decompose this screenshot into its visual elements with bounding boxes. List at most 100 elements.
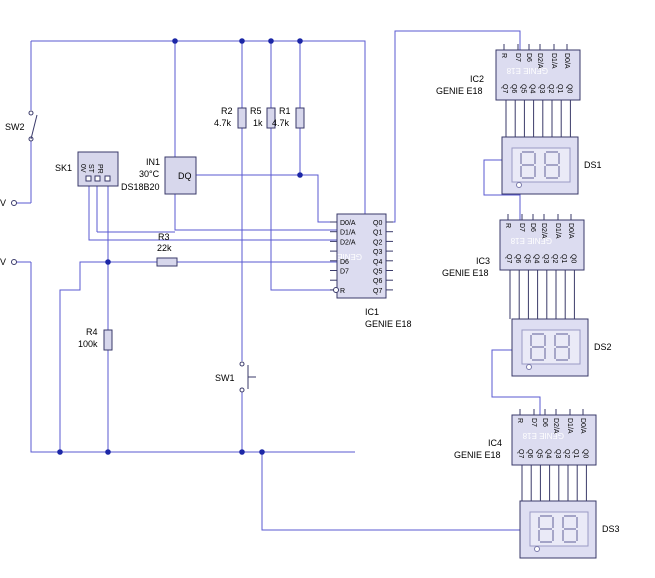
chip-pin-label: Q1 xyxy=(560,254,567,263)
junction-dot xyxy=(57,449,63,455)
chip-pin-label: Q6 xyxy=(510,84,517,93)
chip-pin-label: Q7 xyxy=(501,84,508,93)
terminal-top[interactable]: V xyxy=(0,198,17,208)
connector-sk1[interactable]: 0V ST PR SK1 xyxy=(55,151,119,187)
chip-pin-label: D1/A xyxy=(566,418,573,434)
chip-body xyxy=(499,219,585,271)
ic1-pin-label: Q0 xyxy=(373,220,382,227)
decimal-point xyxy=(526,364,532,370)
ic1-pin-label: Q5 xyxy=(373,269,382,276)
chip-pin-label: D2/A xyxy=(552,418,559,434)
junction-dot xyxy=(239,38,245,44)
ic1-pin-label: D7 xyxy=(340,269,349,276)
junction-dots xyxy=(57,38,303,455)
chip-part-label: GENIE E18 xyxy=(442,268,489,278)
chip-pin-label: D7 xyxy=(514,53,521,62)
display-ref-label: DS2 xyxy=(594,342,612,352)
segment-digit xyxy=(520,151,536,179)
resistor-r1[interactable]: R1 4.7k xyxy=(272,106,305,129)
segment-digit xyxy=(530,333,546,361)
in1-label: IN1 xyxy=(146,157,160,167)
sw2-label: SW2 xyxy=(5,122,25,132)
ic1-pin-label: Q1 xyxy=(373,230,382,237)
chip-pin-label: Q3 xyxy=(554,449,561,458)
chip-pin-label: Q5 xyxy=(519,84,526,93)
chip-pin-label: Q0 xyxy=(581,449,588,458)
wires xyxy=(16,30,541,531)
chip-ref-label: IC2 xyxy=(470,74,484,84)
display-window xyxy=(521,329,581,365)
display-ds3[interactable]: DS3 xyxy=(519,473,620,559)
switch-sw2[interactable]: SW2 xyxy=(5,110,38,142)
ic1-pin-label: D1/A xyxy=(340,230,356,237)
ic1-watermark: GENIE E18 xyxy=(320,252,362,261)
chip-pin-label: Q4 xyxy=(529,84,536,93)
ic1-pin-label: Q6 xyxy=(373,278,382,285)
segment-digit xyxy=(538,515,554,543)
ic1-pin-label: R xyxy=(340,288,345,295)
chip-pin-label: Q5 xyxy=(535,449,542,458)
chip-pin-label: D0/A xyxy=(579,418,586,434)
chip-watermark: GENIE E18 xyxy=(522,431,564,440)
chip-pin-label: D7 xyxy=(530,418,537,427)
r5-value: 1k xyxy=(253,118,263,128)
chip-pin-label: R xyxy=(500,53,507,58)
r1-label: R1 xyxy=(279,106,291,116)
chip-watermark: GENIE E18 xyxy=(510,236,552,245)
ic1-pin-label: D6 xyxy=(340,259,349,266)
chip-pin-label: Q0 xyxy=(565,84,572,93)
resistor-r5[interactable]: R5 1k xyxy=(250,106,276,129)
in1-value: 30°C xyxy=(139,169,160,179)
display-ds1[interactable]: DS1 xyxy=(501,108,602,195)
segment-digit xyxy=(544,151,560,179)
chip-pin-label: Q3 xyxy=(538,84,545,93)
chip-pin-label: D6 xyxy=(541,418,548,427)
ic1-pin-label: D0/A xyxy=(340,220,356,227)
chip-pin-label: R xyxy=(504,223,511,228)
terminal-label: V xyxy=(0,198,6,208)
chip-body xyxy=(511,414,597,466)
switch-sw1[interactable]: SW1 xyxy=(215,361,256,393)
junction-dot xyxy=(297,38,303,44)
in1-part: DS18B20 xyxy=(121,182,160,192)
sk1-pin-label: PR xyxy=(96,164,103,174)
ic1-pin-label: D2/A xyxy=(340,239,356,246)
junction-dot xyxy=(239,449,245,455)
resistor-r4[interactable]: R4 100k xyxy=(78,327,113,351)
sw1-label: SW1 xyxy=(215,373,235,383)
terminal-bottom[interactable]: V xyxy=(0,257,17,267)
display-ref-label: DS3 xyxy=(602,524,620,534)
chip-pin-label: D0/A xyxy=(563,53,570,69)
decimal-point xyxy=(516,182,522,188)
chip-pin-label: Q2 xyxy=(551,254,558,263)
r5-label: R5 xyxy=(250,106,262,116)
resistor-r3[interactable]: R3 22k xyxy=(156,232,178,267)
chip-pin-label: Q0 xyxy=(569,254,576,263)
r4-label: R4 xyxy=(86,327,98,337)
ic1-pin-label: Q2 xyxy=(373,239,382,246)
segment-digit xyxy=(562,515,578,543)
chip-pin-label: Q2 xyxy=(563,449,570,458)
junction-dot xyxy=(172,38,178,44)
chip-pin-label: Q6 xyxy=(514,254,521,263)
junction-dot xyxy=(105,449,111,455)
chip-pin-label: D2/A xyxy=(540,223,547,239)
chip-pin-label: D1/A xyxy=(550,53,557,69)
ic1-pin-label: Q4 xyxy=(373,259,382,266)
chip-pin-label: Q1 xyxy=(556,84,563,93)
r4-value: 100k xyxy=(78,339,98,349)
chip-pin-label: Q5 xyxy=(523,254,530,263)
junction-dot xyxy=(268,38,274,44)
chip-pin-label: Q3 xyxy=(542,254,549,263)
resistor-r2[interactable]: R2 4.7k xyxy=(214,106,247,129)
sensor-in1[interactable]: DQ IN1 30°C DS18B20 xyxy=(121,156,197,195)
display-ds2[interactable]: DS2 xyxy=(509,278,612,377)
chip-watermark: GENIE E18 xyxy=(506,66,548,75)
